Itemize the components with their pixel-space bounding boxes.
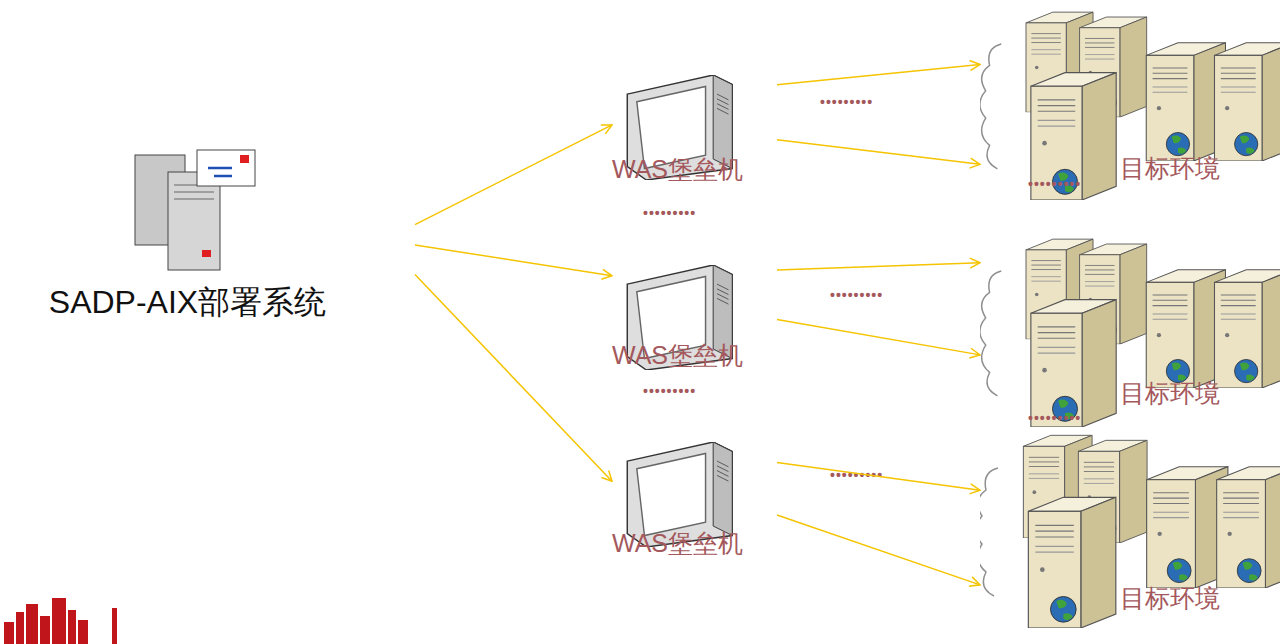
target-env-node: 目标环境 bbox=[980, 5, 1280, 197]
target-env-node: 目标环境 bbox=[980, 415, 1280, 630]
node-label: WAS堡垒机 bbox=[612, 340, 777, 370]
node-label: SADP-AIX部署系统 bbox=[30, 283, 345, 321]
bastion-node: WAS堡垒机 bbox=[612, 262, 777, 377]
arrow-connector bbox=[415, 245, 612, 276]
arrow-connector bbox=[777, 463, 980, 491]
arrow-connector bbox=[777, 140, 980, 165]
ellipsis-dots: ••••••••• bbox=[643, 205, 696, 221]
ellipsis-dots: ••••••••• bbox=[830, 287, 883, 303]
arrow-connector bbox=[777, 515, 980, 585]
node-label: 目标环境 bbox=[1120, 583, 1276, 613]
ellipsis-dots: ••••••••• bbox=[820, 94, 873, 110]
ellipsis-dots: ••••••••• bbox=[1028, 410, 1081, 426]
bastion-node: WAS堡垒机 bbox=[612, 440, 777, 565]
skyline-logo bbox=[4, 598, 117, 644]
ellipsis-dots: ••••••••• bbox=[1028, 176, 1081, 192]
arrow-connector bbox=[415, 275, 612, 482]
arrow-connector bbox=[415, 125, 612, 225]
node-label: 目标环境 bbox=[1120, 153, 1276, 183]
deploy-server-icon bbox=[135, 150, 255, 270]
deploy-system-node: SADP-AIX部署系统 bbox=[30, 145, 415, 330]
arrow-connector bbox=[777, 65, 980, 85]
arrow-connector bbox=[777, 263, 980, 270]
ellipsis-dots: ••••••••• bbox=[830, 467, 883, 483]
server-cluster-icon bbox=[980, 12, 1280, 200]
node-label: WAS堡垒机 bbox=[612, 528, 777, 558]
ellipsis-dots: ••••••••• bbox=[643, 383, 696, 399]
arrow-connector bbox=[777, 320, 980, 355]
target-env-node: 目标环境 bbox=[980, 232, 1280, 424]
bastion-node: WAS堡垒机 bbox=[612, 72, 777, 187]
server-cluster-icon bbox=[976, 435, 1280, 628]
node-label: WAS堡垒机 bbox=[612, 154, 777, 184]
node-label: 目标环境 bbox=[1120, 378, 1276, 408]
server-cluster-icon bbox=[980, 239, 1280, 427]
